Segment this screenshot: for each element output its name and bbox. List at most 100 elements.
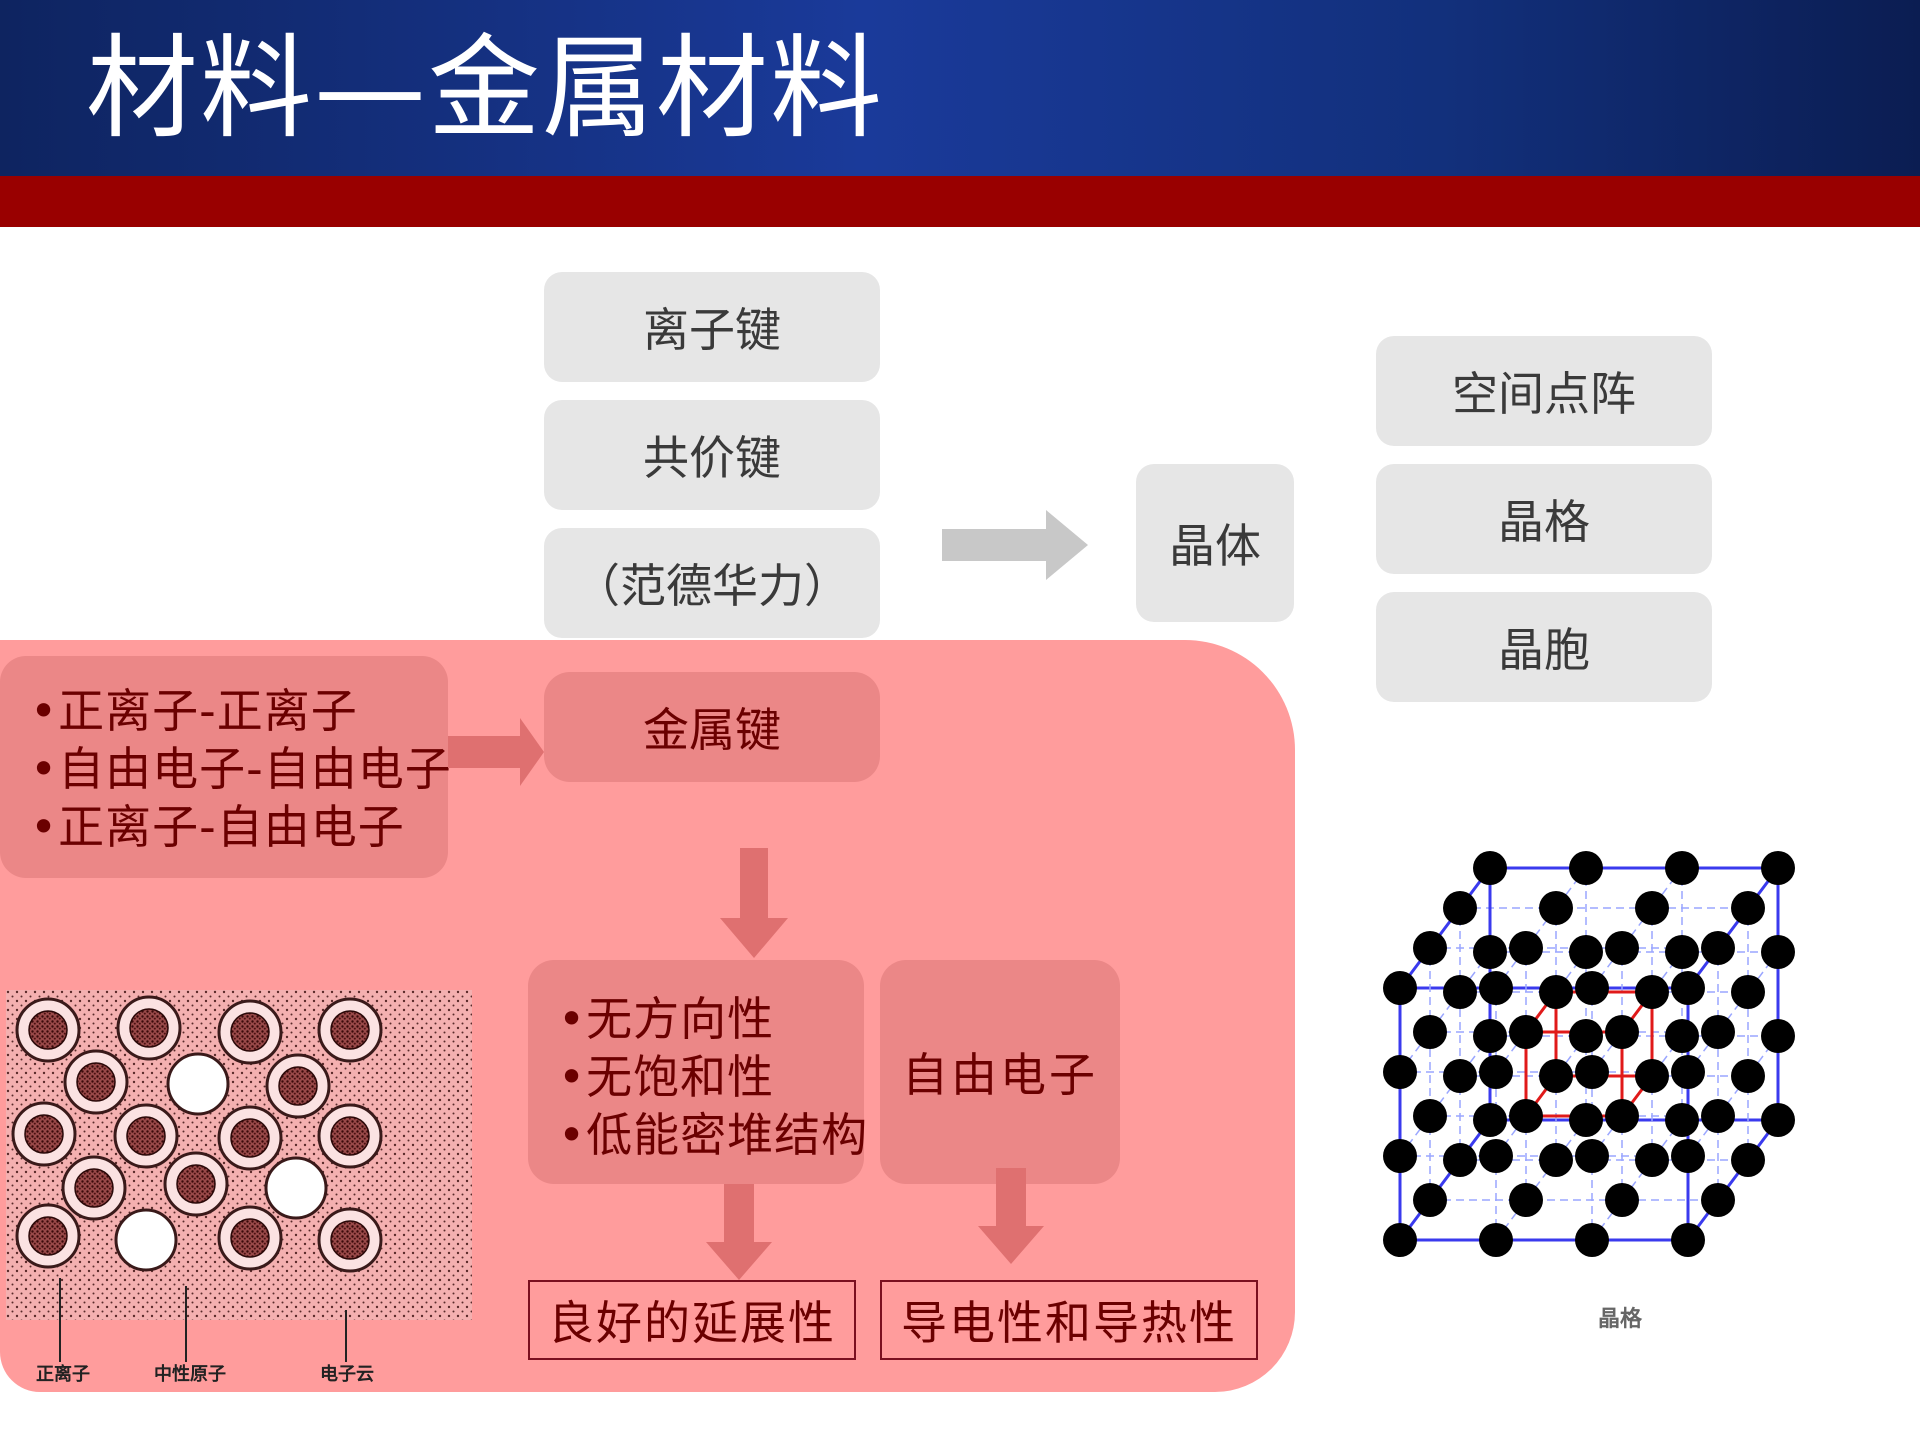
lattice-atom: [1761, 935, 1795, 969]
space-lattice-label: 空间点阵: [1452, 367, 1636, 421]
lattice-caption: 晶格: [1598, 1306, 1643, 1332]
title-banner: 材料—金属材料: [0, 0, 1920, 176]
crystal-label: 晶体: [1169, 519, 1261, 573]
lattice-atom: [1539, 891, 1573, 925]
ion-core: [330, 1220, 370, 1260]
ion-core: [230, 1118, 270, 1158]
lattice-atom: [1509, 1183, 1543, 1217]
lattice-atom: [1413, 1099, 1447, 1133]
property-item: •无饱和性: [558, 1050, 775, 1104]
lattice-atom: [1413, 1183, 1447, 1217]
property-item: •无方向性: [558, 992, 775, 1046]
lattice-atom: [1473, 935, 1507, 969]
lattice-atom: [1731, 1143, 1765, 1177]
ion-caption: 正离子: [36, 1363, 90, 1385]
lattice-atom: [1443, 1143, 1477, 1177]
ionic-bond-label: 离子键: [643, 303, 781, 357]
vdw-force-label: （范德华力）: [574, 559, 850, 613]
neutral-atom-caption: 中性原子: [154, 1363, 226, 1385]
property-item: •低能密堆结构: [558, 1108, 869, 1162]
lattice-atom: [1443, 891, 1477, 925]
lattice-atom: [1605, 1099, 1639, 1133]
lattice-atom: [1761, 1019, 1795, 1053]
ion-core: [28, 1216, 68, 1256]
lattice-atom: [1731, 891, 1765, 925]
lattice-atom: [1635, 1143, 1669, 1177]
lattice-atom: [1383, 1139, 1417, 1173]
lattice-atom: [1383, 1223, 1417, 1257]
ion-core: [230, 1012, 270, 1052]
lattice-atom: [1539, 975, 1573, 1009]
lattice-atom: [1575, 1223, 1609, 1257]
lattice-atom: [1575, 1055, 1609, 1089]
ion-core: [74, 1168, 114, 1208]
lattice-atom: [1479, 971, 1513, 1005]
unit-cell-box: 晶胞: [1376, 592, 1712, 702]
space-lattice-box: 空间点阵: [1376, 336, 1712, 446]
lattice-atom: [1443, 1059, 1477, 1093]
interaction-item: •正离子-正离子: [30, 684, 358, 738]
lattice-atom: [1413, 931, 1447, 965]
lattice-atom: [1413, 1015, 1447, 1049]
lattice-atom: [1479, 1055, 1513, 1089]
lattice-atom: [1509, 931, 1543, 965]
lattice-atom: [1635, 975, 1669, 1009]
lattice-atom: [1635, 1059, 1669, 1093]
ion-core: [129, 1008, 169, 1048]
ion-core: [330, 1010, 370, 1050]
lattice-atom: [1443, 975, 1477, 1009]
page-title: 材料—金属材料: [86, 24, 884, 154]
lattice-atom: [1539, 1059, 1573, 1093]
lattice-atom: [1731, 975, 1765, 1009]
lattice-atom: [1665, 935, 1699, 969]
lattice-atom: [1605, 931, 1639, 965]
lattice-atom: [1575, 1139, 1609, 1173]
lattice-atom: [1761, 851, 1795, 885]
arrow-right-icon: [448, 718, 544, 786]
arrow-down-icon: [720, 848, 788, 958]
ion-core: [24, 1114, 64, 1154]
properties-list: •无方向性 •无饱和性 •低能密堆结构: [528, 960, 869, 1184]
lattice-atom: [1569, 1103, 1603, 1137]
lattice-atom: [1605, 1015, 1639, 1049]
metallic-bond-label: 金属键: [643, 703, 781, 757]
unit-cell-label: 晶胞: [1498, 623, 1590, 677]
lattice-atom: [1509, 1015, 1543, 1049]
lattice-box: 晶格: [1376, 464, 1712, 574]
electron-cloud-caption: 电子云: [320, 1363, 374, 1385]
lattice-atom: [1671, 971, 1705, 1005]
free-electron-label: 自由电子: [902, 1048, 1098, 1102]
ion-core: [126, 1116, 166, 1156]
lattice-atom: [1665, 851, 1699, 885]
conductivity-result: 导电性和导热性: [880, 1280, 1258, 1360]
lattice-diagram: 晶格: [1383, 851, 1795, 1332]
neutral-atom: [114, 1208, 178, 1272]
lattice-atom: [1569, 851, 1603, 885]
lattice-atom: [1731, 1059, 1765, 1093]
lattice-atom: [1605, 1183, 1639, 1217]
lattice-atom: [1671, 1223, 1705, 1257]
lattice-atom: [1479, 1223, 1513, 1257]
ion-core: [76, 1062, 116, 1102]
covalent-bond-box: 共价键: [544, 400, 880, 510]
lattice-atom: [1473, 1019, 1507, 1053]
crystal-box: 晶体: [1136, 464, 1294, 622]
lattice-label: 晶格: [1498, 495, 1590, 549]
lattice-atom: [1701, 1015, 1735, 1049]
lattice-atoms: [1383, 851, 1795, 1257]
arrow-down-icon: [978, 1168, 1044, 1264]
covalent-bond-label: 共价键: [643, 431, 781, 485]
lattice-atom: [1509, 1099, 1543, 1133]
interaction-item: •自由电子-自由电子: [30, 742, 452, 796]
lattice-atom: [1701, 1099, 1735, 1133]
arrow-down-icon: [706, 1184, 772, 1280]
ionic-bond-box: 离子键: [544, 272, 880, 382]
ion-core: [330, 1116, 370, 1156]
ion-core: [230, 1218, 270, 1258]
lattice-atom: [1569, 935, 1603, 969]
lattice-atom: [1539, 1143, 1573, 1177]
neutral-atom: [264, 1156, 328, 1220]
header-red-bar: [0, 176, 1920, 227]
interaction-item: •正离子-自由电子: [30, 800, 405, 854]
conductivity-label: 导电性和导热性: [901, 1296, 1237, 1350]
